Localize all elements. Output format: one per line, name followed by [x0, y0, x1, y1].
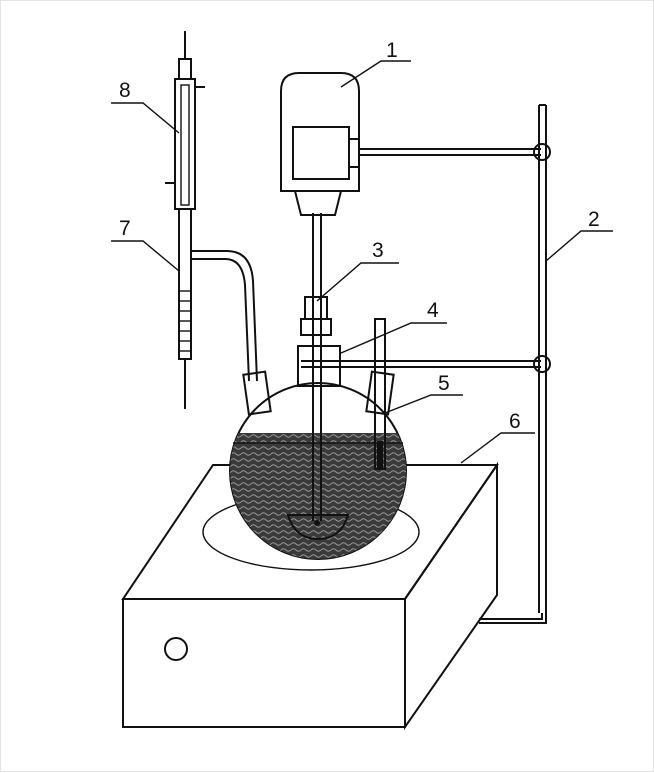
label-2: 2 [588, 208, 600, 231]
leader-lines [111, 60, 613, 464]
label-5: 5 [438, 372, 450, 395]
label-3: 3 [372, 239, 384, 262]
reflux-tube [165, 31, 258, 409]
label-1: 1 [386, 39, 398, 62]
power-knob [164, 637, 188, 661]
support-stand [301, 104, 551, 624]
label-4: 4 [427, 299, 439, 322]
label-6: 6 [509, 410, 521, 433]
label-7: 7 [119, 217, 131, 240]
thermometer [374, 318, 386, 470]
stirrer-motor [280, 72, 360, 216]
heater-base [121, 461, 499, 731]
label-8: 8 [119, 79, 131, 102]
